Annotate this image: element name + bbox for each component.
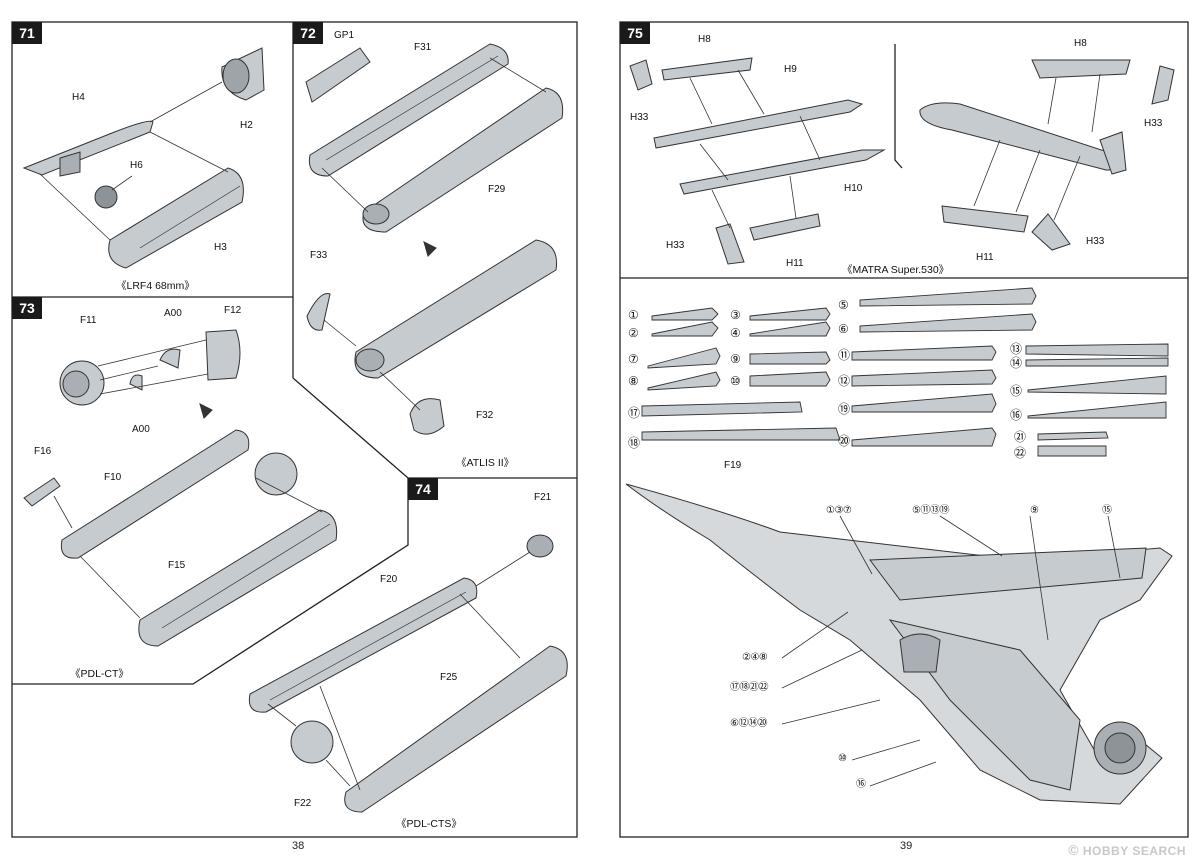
- step73-guides: [53, 339, 323, 619]
- pylon-marker-3: ③: [730, 308, 741, 322]
- pylon-marker-1: ①: [628, 308, 639, 322]
- callout-1-3-7: ①③⑦: [826, 505, 852, 516]
- part-label-f11: F11: [80, 315, 97, 326]
- part-label-h33-left-bottom: H33: [666, 240, 685, 251]
- part-label-h2: H2: [240, 120, 253, 131]
- pylon-marker-12: ⑫: [838, 374, 851, 388]
- pylon-marker-14: ⑭: [1010, 356, 1023, 370]
- part-label-f10: F10: [104, 472, 122, 483]
- part-label-f19: F19: [724, 460, 742, 471]
- pylon-marker-21: ㉑: [1014, 430, 1027, 444]
- pylon-marker-19: ⑲: [838, 402, 851, 416]
- part-label-h8-left: H8: [698, 34, 711, 45]
- part-label-f21: F21: [534, 492, 552, 503]
- step-number-75: 75: [620, 22, 650, 44]
- step74-parts: [248, 534, 568, 813]
- left-page: 71 72 73 74 H4 H2 H6 H3 《LRF4 68mm》 GP1 …: [11, 21, 578, 852]
- page-number-right: 39: [900, 840, 913, 852]
- pylon-marker-7: ⑦: [628, 352, 639, 366]
- part-label-gp1: GP1: [334, 30, 355, 41]
- step71-caption: 《LRF4 68mm》: [116, 280, 195, 292]
- callout-17-18-21-22: ⑰⑱㉑㉒: [730, 682, 769, 693]
- step74-guides: [267, 551, 531, 791]
- aircraft-callout-lines: [781, 515, 1121, 787]
- pylon-marker-2: ②: [628, 326, 639, 340]
- watermark-brand: HOBBY SEARCH: [1082, 844, 1186, 858]
- part-label-f29: F29: [488, 184, 506, 195]
- step73-caption: 《PDL-CT》: [70, 668, 129, 680]
- part-label-h10: H10: [844, 183, 863, 194]
- pylon-marker-20: ⑳: [838, 434, 851, 448]
- step-number-71: 71: [12, 22, 42, 44]
- page-number-left: 38: [292, 840, 305, 852]
- step72-parts: [305, 43, 564, 435]
- right-page-artwork: [619, 21, 1189, 838]
- pylon-marker-10: ⑩: [730, 374, 741, 388]
- step75-left-parts: [629, 57, 886, 265]
- step75-caption: 《MATRA Super.530》: [842, 264, 950, 276]
- part-label-f22: F22: [294, 798, 312, 809]
- pylon-marker-9: ⑨: [730, 352, 741, 366]
- part-label-h11-right: H11: [976, 252, 994, 263]
- part-label-f20: F20: [380, 574, 398, 585]
- right-panel-borders: [619, 21, 1189, 838]
- step71-guides: [39, 81, 229, 241]
- part-label-h8-right: H8: [1074, 38, 1087, 49]
- step75-left-guides: [689, 69, 821, 229]
- part-label-f15: F15: [168, 560, 186, 571]
- step71-parts: [22, 47, 265, 269]
- step-number-72: 72: [293, 22, 323, 44]
- step72-guides: [321, 57, 547, 411]
- callout-6-12-14-20: ⑥⑫⑭⑳: [730, 718, 767, 729]
- pylon-marker-13: ⑬: [1010, 342, 1023, 356]
- part-label-h6: H6: [130, 160, 143, 171]
- pylon-marker-11: ⑪: [838, 348, 851, 362]
- part-label-h9: H9: [784, 64, 797, 75]
- part-label-f33: F33: [310, 250, 328, 261]
- callout-16: ⑯: [856, 779, 866, 790]
- step73-parts: [23, 329, 338, 647]
- part-label-h33-left-top: H33: [630, 112, 649, 123]
- pylon-catalog-parts: [641, 287, 1169, 457]
- watermark: © HOBBY SEARCH: [1068, 842, 1186, 858]
- part-label-h33-right-bottom: H33: [1086, 236, 1105, 247]
- part-label-f25: F25: [440, 672, 458, 683]
- step-number-74: 74: [408, 478, 438, 500]
- part-label-a00-bottom: A00: [132, 424, 150, 435]
- right-page: 75 H8 H9 H33 H10 H33 H11 H8 H33 H11 H33 …: [600, 0, 1200, 864]
- callout-5-11-13-19: ⑤⑪⑬⑲: [912, 505, 949, 516]
- aircraft-illustration: [625, 483, 1173, 805]
- callout-9: ⑨: [1030, 505, 1039, 516]
- pylon-marker-17: ⑰: [628, 406, 641, 420]
- part-label-f16: F16: [34, 446, 52, 457]
- step-number-73: 73: [12, 297, 42, 319]
- pylon-marker-15: ⑮: [1010, 384, 1023, 398]
- pylon-marker-8: ⑧: [628, 374, 639, 388]
- step75-right-parts: [919, 59, 1175, 251]
- left-page-artwork: [11, 21, 578, 838]
- part-label-f31: F31: [414, 42, 432, 53]
- callout-10: ⑩: [838, 753, 847, 764]
- step75-right-guides: [973, 73, 1101, 221]
- callout-2-4-8: ②④⑧: [742, 652, 768, 663]
- step72-caption: 《ATLIS II》: [456, 457, 515, 469]
- pylon-marker-4: ④: [730, 326, 741, 340]
- pylon-marker-6: ⑥: [838, 322, 849, 336]
- step74-caption: 《PDL-CTS》: [396, 818, 462, 830]
- callout-15: ⑮: [1102, 505, 1112, 516]
- part-label-f12: F12: [224, 305, 242, 316]
- pylon-marker-18: ⑱: [628, 436, 641, 450]
- part-label-h4: H4: [72, 92, 85, 103]
- part-label-a00-top: A00: [164, 308, 182, 319]
- part-label-h3: H3: [214, 242, 227, 253]
- part-label-f32: F32: [476, 410, 494, 421]
- pylon-marker-16: ⑯: [1010, 408, 1023, 422]
- pylon-marker-22: ㉒: [1014, 446, 1027, 460]
- part-label-h11-left: H11: [786, 258, 804, 269]
- watermark-copyright: ©: [1068, 842, 1080, 858]
- pylon-marker-5: ⑤: [838, 298, 849, 312]
- part-label-h33-right-top: H33: [1144, 118, 1163, 129]
